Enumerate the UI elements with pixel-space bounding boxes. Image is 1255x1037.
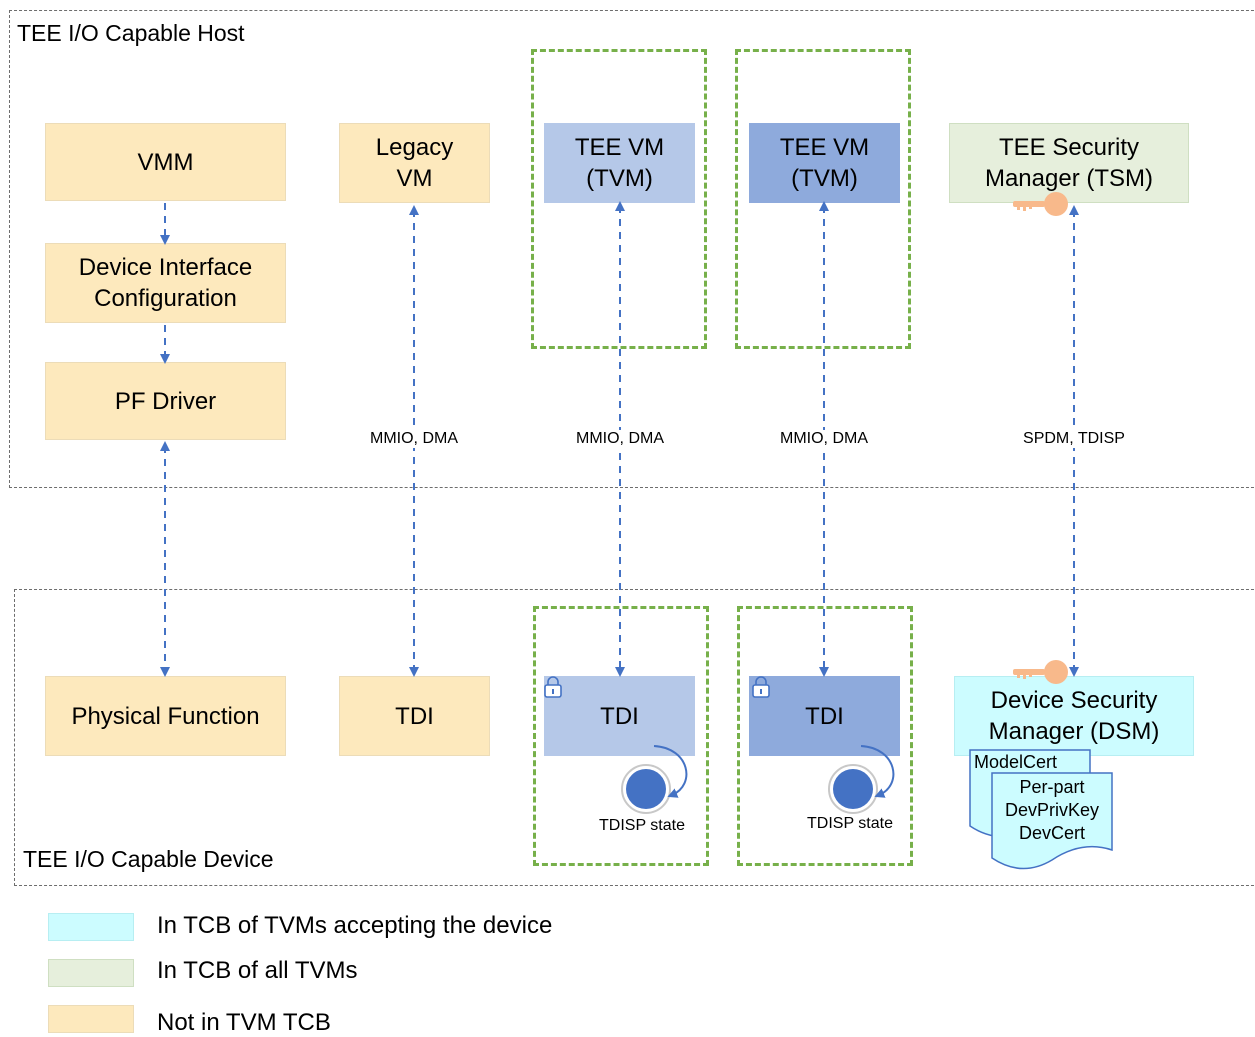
tdi-2-label: TDI xyxy=(805,702,844,730)
tsm-box: TEE Security Manager (TSM) xyxy=(949,123,1189,203)
physical-function-label: Physical Function xyxy=(71,702,260,730)
tdi-2-box: TDI xyxy=(749,676,900,756)
model-cert-label: ModelCert xyxy=(974,752,1058,772)
per-part-label: Per-part DevPrivKey DevCert xyxy=(1004,777,1100,843)
tee-vm-1-box: TEE VM (TVM) xyxy=(544,123,695,203)
vmm-box: VMM xyxy=(45,123,286,201)
device-region xyxy=(14,589,1255,886)
tdisp-state-2-label: TDISP state xyxy=(807,815,893,832)
legend-swatch-green xyxy=(48,959,134,987)
tee-vm-2-box: TEE VM (TVM) xyxy=(749,123,900,203)
dsm-label: Device Security Manager (DSM) xyxy=(988,687,1160,745)
tvm-2-connection-label: MMIO, DMA xyxy=(778,430,870,448)
device-region-label: TEE I/O Capable Device xyxy=(23,846,274,872)
tdi-legacy-label: TDI xyxy=(395,702,434,730)
legacy-vm-label: Legacy VM xyxy=(375,134,454,192)
physical-function-box: Physical Function xyxy=(45,676,286,756)
device-interface-config-box: Device Interface Configuration xyxy=(45,243,286,323)
legend-swatch-tan xyxy=(48,1005,134,1033)
device-interface-config-label: Device Interface Configuration xyxy=(78,254,253,312)
host-region-label: TEE I/O Capable Host xyxy=(17,20,245,46)
vmm-label: VMM xyxy=(137,148,194,176)
pf-driver-box: PF Driver xyxy=(45,362,286,440)
tee-vm-2-label: TEE VM (TVM) xyxy=(779,134,870,192)
tdi-1-box: TDI xyxy=(544,676,695,756)
pf-driver-label: PF Driver xyxy=(114,387,217,415)
tsm-dsm-connection-label: SPDM, TDISP xyxy=(1021,430,1127,448)
tsm-label: TEE Security Manager (TSM) xyxy=(984,134,1154,192)
tdisp-state-1-label: TDISP state xyxy=(599,817,685,834)
tee-vm-1-label: TEE VM (TVM) xyxy=(574,134,665,192)
tvm-1-connection-label: MMIO, DMA xyxy=(574,430,666,448)
legend-label-tan: Not in TVM TCB xyxy=(157,1009,331,1036)
legacy-connection-label: MMIO, DMA xyxy=(368,430,460,448)
legend-label-green: In TCB of all TVMs xyxy=(157,957,358,984)
legend-label-cyan: In TCB of TVMs accepting the device xyxy=(157,912,553,939)
legacy-vm-box: Legacy VM xyxy=(339,123,490,203)
legend-swatch-cyan xyxy=(48,913,134,941)
host-region xyxy=(9,10,1255,488)
dsm-box: Device Security Manager (DSM) xyxy=(954,676,1194,756)
tdi-legacy-box: TDI xyxy=(339,676,490,756)
tdi-1-label: TDI xyxy=(600,702,639,730)
